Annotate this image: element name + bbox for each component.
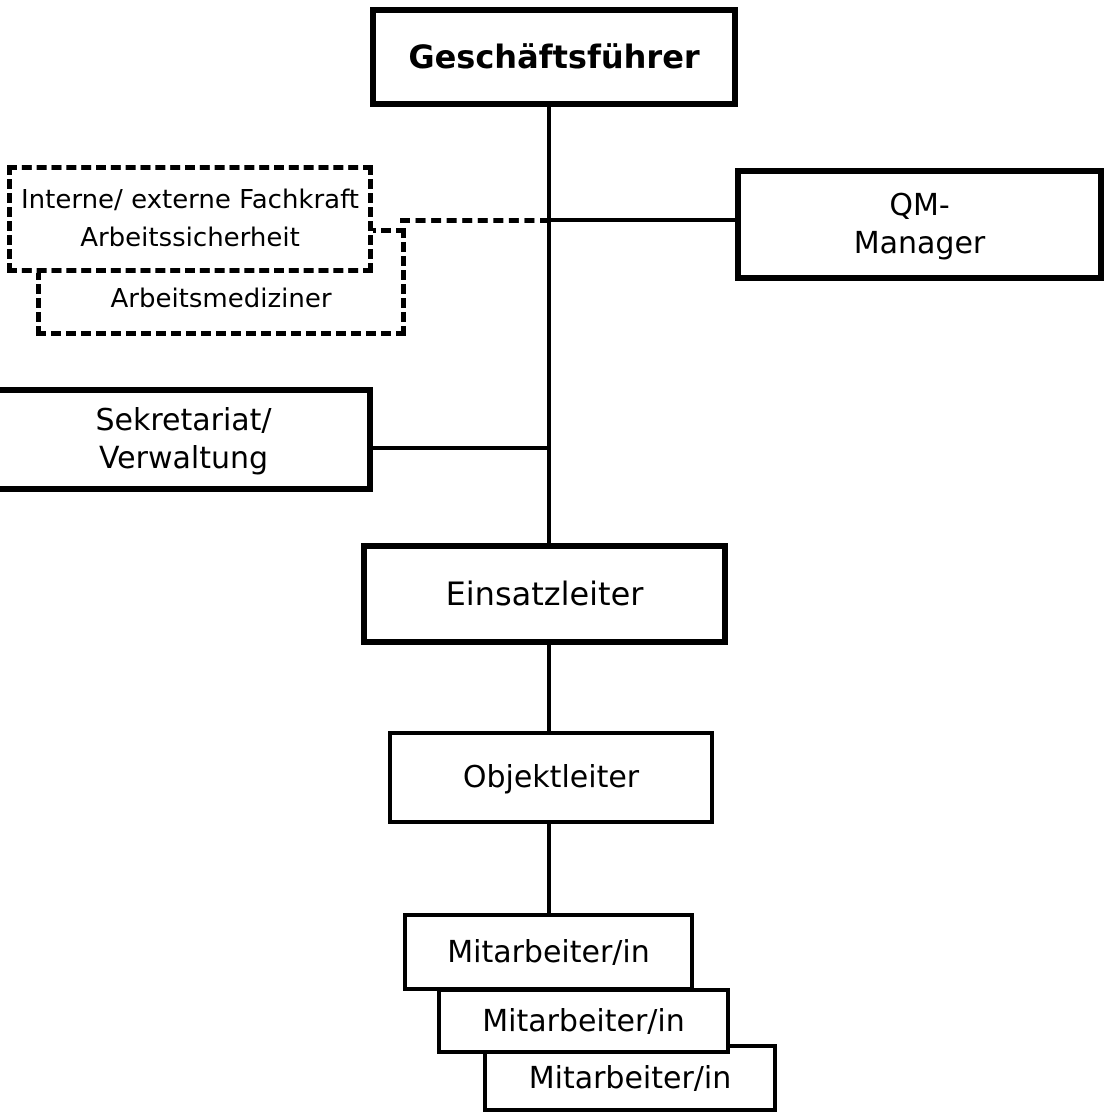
node-mitarbeiter-2-label: Mitarbeiter/in bbox=[482, 1003, 685, 1039]
trunk-line-einsatzleiter-objektleiter bbox=[547, 642, 551, 734]
trunk-line-objektleiter-mitarbeiter bbox=[547, 820, 551, 915]
trunk-line-middle bbox=[547, 218, 551, 548]
node-objektleiter[interactable]: Objektleiter bbox=[388, 731, 714, 824]
node-mitarbeiter-3[interactable]: Mitarbeiter/in bbox=[483, 1044, 777, 1112]
node-einsatzleiter-label: Einsatzleiter bbox=[445, 575, 644, 613]
node-mitarbeiter-3-label: Mitarbeiter/in bbox=[528, 1060, 732, 1096]
node-qm-manager-label-line2: Manager bbox=[853, 225, 986, 261]
node-sekretariat-verwaltung-label-line2: Verwaltung bbox=[98, 440, 269, 476]
connector-sekretariat bbox=[370, 446, 550, 450]
node-mitarbeiter-2[interactable]: Mitarbeiter/in bbox=[437, 988, 730, 1054]
connector-arbeitssicherheit-dashed bbox=[400, 218, 550, 223]
node-fachkraft-arbeitssicherheit-label-line2: Arbeitssicherheit bbox=[80, 223, 300, 253]
node-fachkraft-arbeitssicherheit-label-line1: Interne/ externe Fachkraft bbox=[21, 184, 359, 215]
node-mitarbeiter-1[interactable]: Mitarbeiter/in bbox=[403, 913, 694, 991]
trunk-line-top bbox=[547, 104, 551, 224]
node-mitarbeiter-1-label: Mitarbeiter/in bbox=[447, 934, 650, 970]
node-qm-manager[interactable]: QM- Manager bbox=[735, 168, 1104, 281]
node-arbeitsmediziner-label: Arbeitsmediziner bbox=[110, 283, 332, 314]
node-qm-manager-label-line1: QM- bbox=[889, 188, 950, 223]
node-geschaeftsfuehrer-label: Geschäftsführer bbox=[408, 38, 700, 76]
node-einsatzleiter[interactable]: Einsatzleiter bbox=[361, 543, 728, 645]
node-sekretariat-verwaltung-label-line1: Sekretariat/ bbox=[95, 403, 272, 438]
node-sekretariat-verwaltung[interactable]: Sekretariat/ Verwaltung bbox=[0, 387, 373, 492]
node-objektleiter-label: Objektleiter bbox=[462, 759, 640, 795]
connector-qm-manager bbox=[547, 218, 739, 222]
node-fachkraft-arbeitssicherheit[interactable]: Interne/ externe Fachkraft Arbeitssicher… bbox=[7, 165, 373, 273]
node-geschaeftsfuehrer[interactable]: Geschäftsführer bbox=[370, 7, 738, 107]
